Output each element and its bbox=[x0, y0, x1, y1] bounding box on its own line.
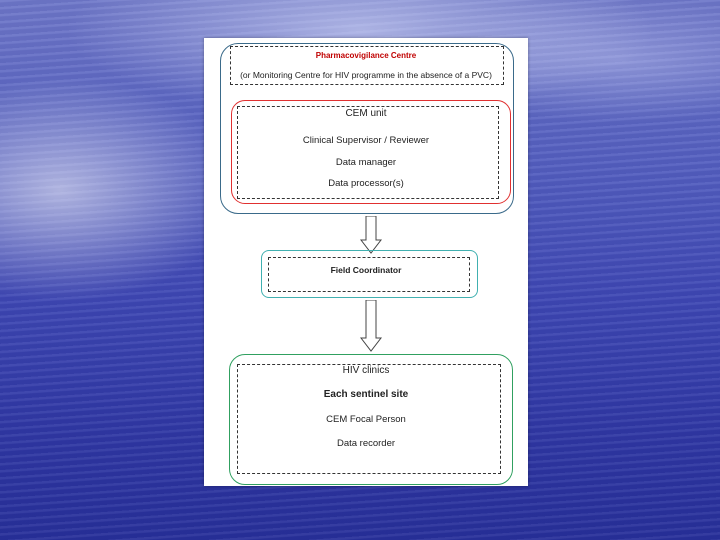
field-coordinator-label: Field Coordinator bbox=[330, 265, 402, 275]
pharmacovigilance-title: Pharmacovigilance Centre bbox=[315, 51, 417, 60]
cem-unit-box bbox=[231, 100, 511, 204]
arrow-down-2 bbox=[360, 300, 382, 352]
cem-role-data-manager: Data manager bbox=[335, 157, 397, 168]
cem-role-supervisor: Clinical Supervisor / Reviewer bbox=[302, 135, 430, 146]
pharmacovigilance-centre-box bbox=[220, 43, 514, 214]
hiv-clinics-box bbox=[229, 354, 513, 485]
field-coordinator-inner-box bbox=[268, 257, 470, 292]
pharmacovigilance-header-box bbox=[230, 46, 504, 85]
field-coordinator-box bbox=[261, 250, 478, 298]
cem-unit-title: CEM unit bbox=[345, 108, 387, 119]
hiv-clinics-inner-box bbox=[237, 364, 501, 474]
arrow-down-1 bbox=[360, 216, 382, 254]
cem-role-data-processor: Data processor(s) bbox=[328, 178, 404, 189]
pharmacovigilance-subtitle: (or Monitoring Centre for HIV programme … bbox=[240, 70, 492, 80]
hiv-role-focal-person: CEM Focal Person bbox=[326, 414, 406, 425]
hiv-clinics-title: HIV clinics bbox=[342, 365, 390, 376]
diagram-page: Pharmacovigilance Centre (or Monitoring … bbox=[204, 38, 528, 486]
hiv-role-data-recorder: Data recorder bbox=[336, 438, 396, 449]
cem-unit-inner-box bbox=[237, 106, 499, 199]
hiv-sentinel-site: Each sentinel site bbox=[323, 389, 409, 400]
